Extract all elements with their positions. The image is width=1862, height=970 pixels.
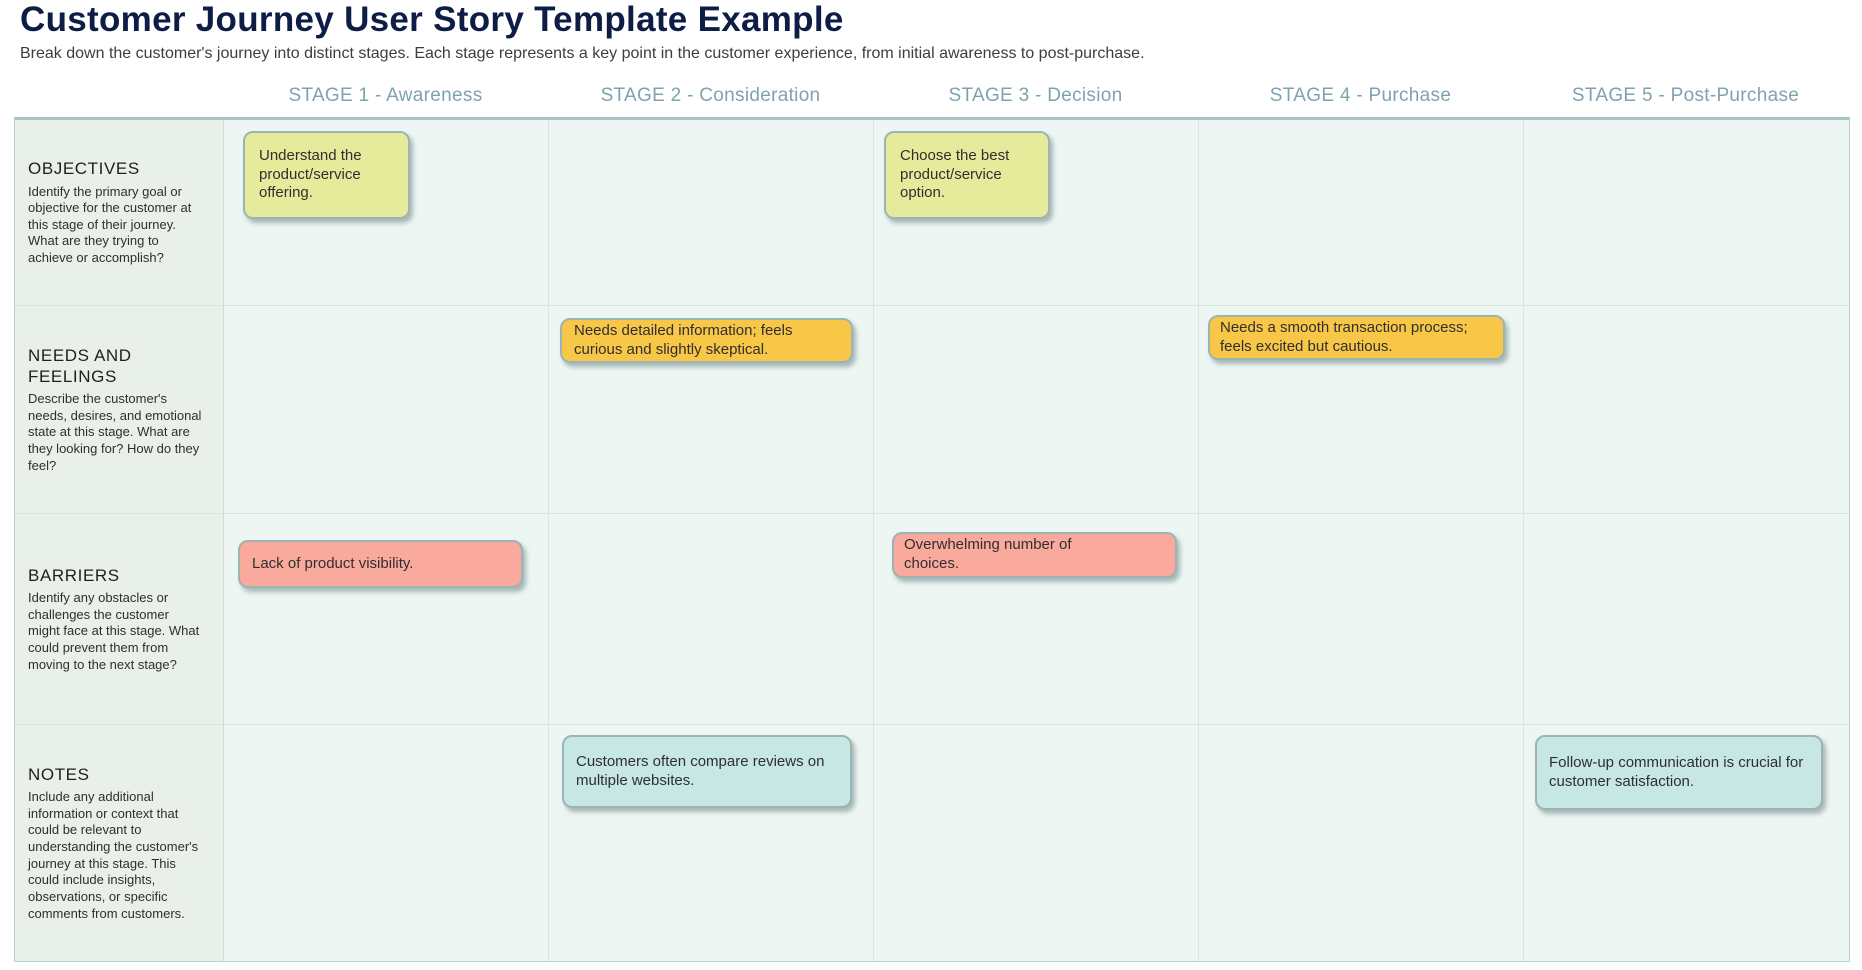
row-header-notes: NOTES Include any additional information… [15,725,224,961]
page-title: Customer Journey User Story Template Exa… [20,0,844,39]
cell-objectives-stage5 [1524,120,1849,306]
stage-header-row: STAGE 1 - Awareness STAGE 2 - Considerat… [223,85,1848,107]
sticky-note-text: Needs detailed information; feels curiou… [574,321,793,358]
sticky-note-barriers-stage1[interactable]: Lack of product visibility. [238,540,523,588]
row-title: NEEDS AND FEELINGS [28,345,132,386]
row-title: BARRIERS [28,565,120,585]
cell-notes-stage3 [874,725,1199,961]
sticky-note-needs-stage2[interactable]: Needs detailed information; feels curiou… [560,318,853,363]
sticky-note-text: Needs a smooth transaction process; feel… [1220,318,1468,355]
cell-objectives-stage4 [1199,120,1524,306]
stage-header-decision: STAGE 3 - Decision [948,85,1123,106]
sticky-note-text: Lack of product visibility. [252,554,414,572]
row-description: Describe the customer's needs, desires, … [28,391,202,473]
row-header-barriers: BARRIERS Identify any obstacles or chall… [15,514,224,725]
page-subtitle: Break down the customer's journey into d… [20,45,1145,62]
row-title: OBJECTIVES [28,159,140,179]
cell-notes-stage1 [224,725,549,961]
stage-header-purchase: STAGE 4 - Purchase [1269,85,1452,106]
sticky-note-text: Follow-up communication is crucial for c… [1549,753,1804,790]
sticky-note-notes-stage2[interactable]: Customers often compare reviews on multi… [562,735,852,808]
cell-needs-stage1 [224,306,549,514]
row-description: Identify the primary goal or objective f… [28,183,192,266]
sticky-note-objectives-stage1[interactable]: Understand the product/service offering. [243,131,410,219]
cell-needs-stage5 [1524,306,1849,514]
row-header-objectives: OBJECTIVES Identify the primary goal or … [15,120,224,306]
cell-needs-stage3 [874,306,1199,514]
cell-barriers-stage5 [1524,514,1849,725]
cell-barriers-stage4 [1199,514,1524,725]
row-header-needs-and-feelings: NEEDS AND FEELINGS Describe the customer… [15,306,224,514]
row-title: NOTES [28,764,90,784]
sticky-note-needs-stage4[interactable]: Needs a smooth transaction process; feel… [1208,315,1505,360]
sticky-note-text: Understand the product/service offering. [259,146,362,202]
sticky-note-text: Overwhelming number of choices. [904,536,1072,572]
sticky-note-notes-stage5[interactable]: Follow-up communication is crucial for c… [1535,735,1823,810]
stage-header-awareness: STAGE 1 - Awareness [288,85,483,106]
cell-objectives-stage2 [549,120,874,306]
cell-barriers-stage2 [549,514,874,725]
cell-notes-stage4 [1199,725,1524,961]
sticky-note-text: Choose the best product/service option. [900,146,1010,202]
sticky-note-objectives-stage3[interactable]: Choose the best product/service option. [884,131,1050,219]
row-description: Identify any obstacles or challenges the… [28,590,200,672]
stage-header-post-purchase: STAGE 5 - Post-Purchase [1571,85,1800,106]
sticky-note-barriers-stage3[interactable]: Overwhelming number of choices. [892,532,1177,578]
stage-header-consideration: STAGE 2 - Consideration [600,85,821,106]
sticky-note-text: Customers often compare reviews on multi… [576,752,825,789]
row-description: Include any additional information or co… [28,789,199,921]
